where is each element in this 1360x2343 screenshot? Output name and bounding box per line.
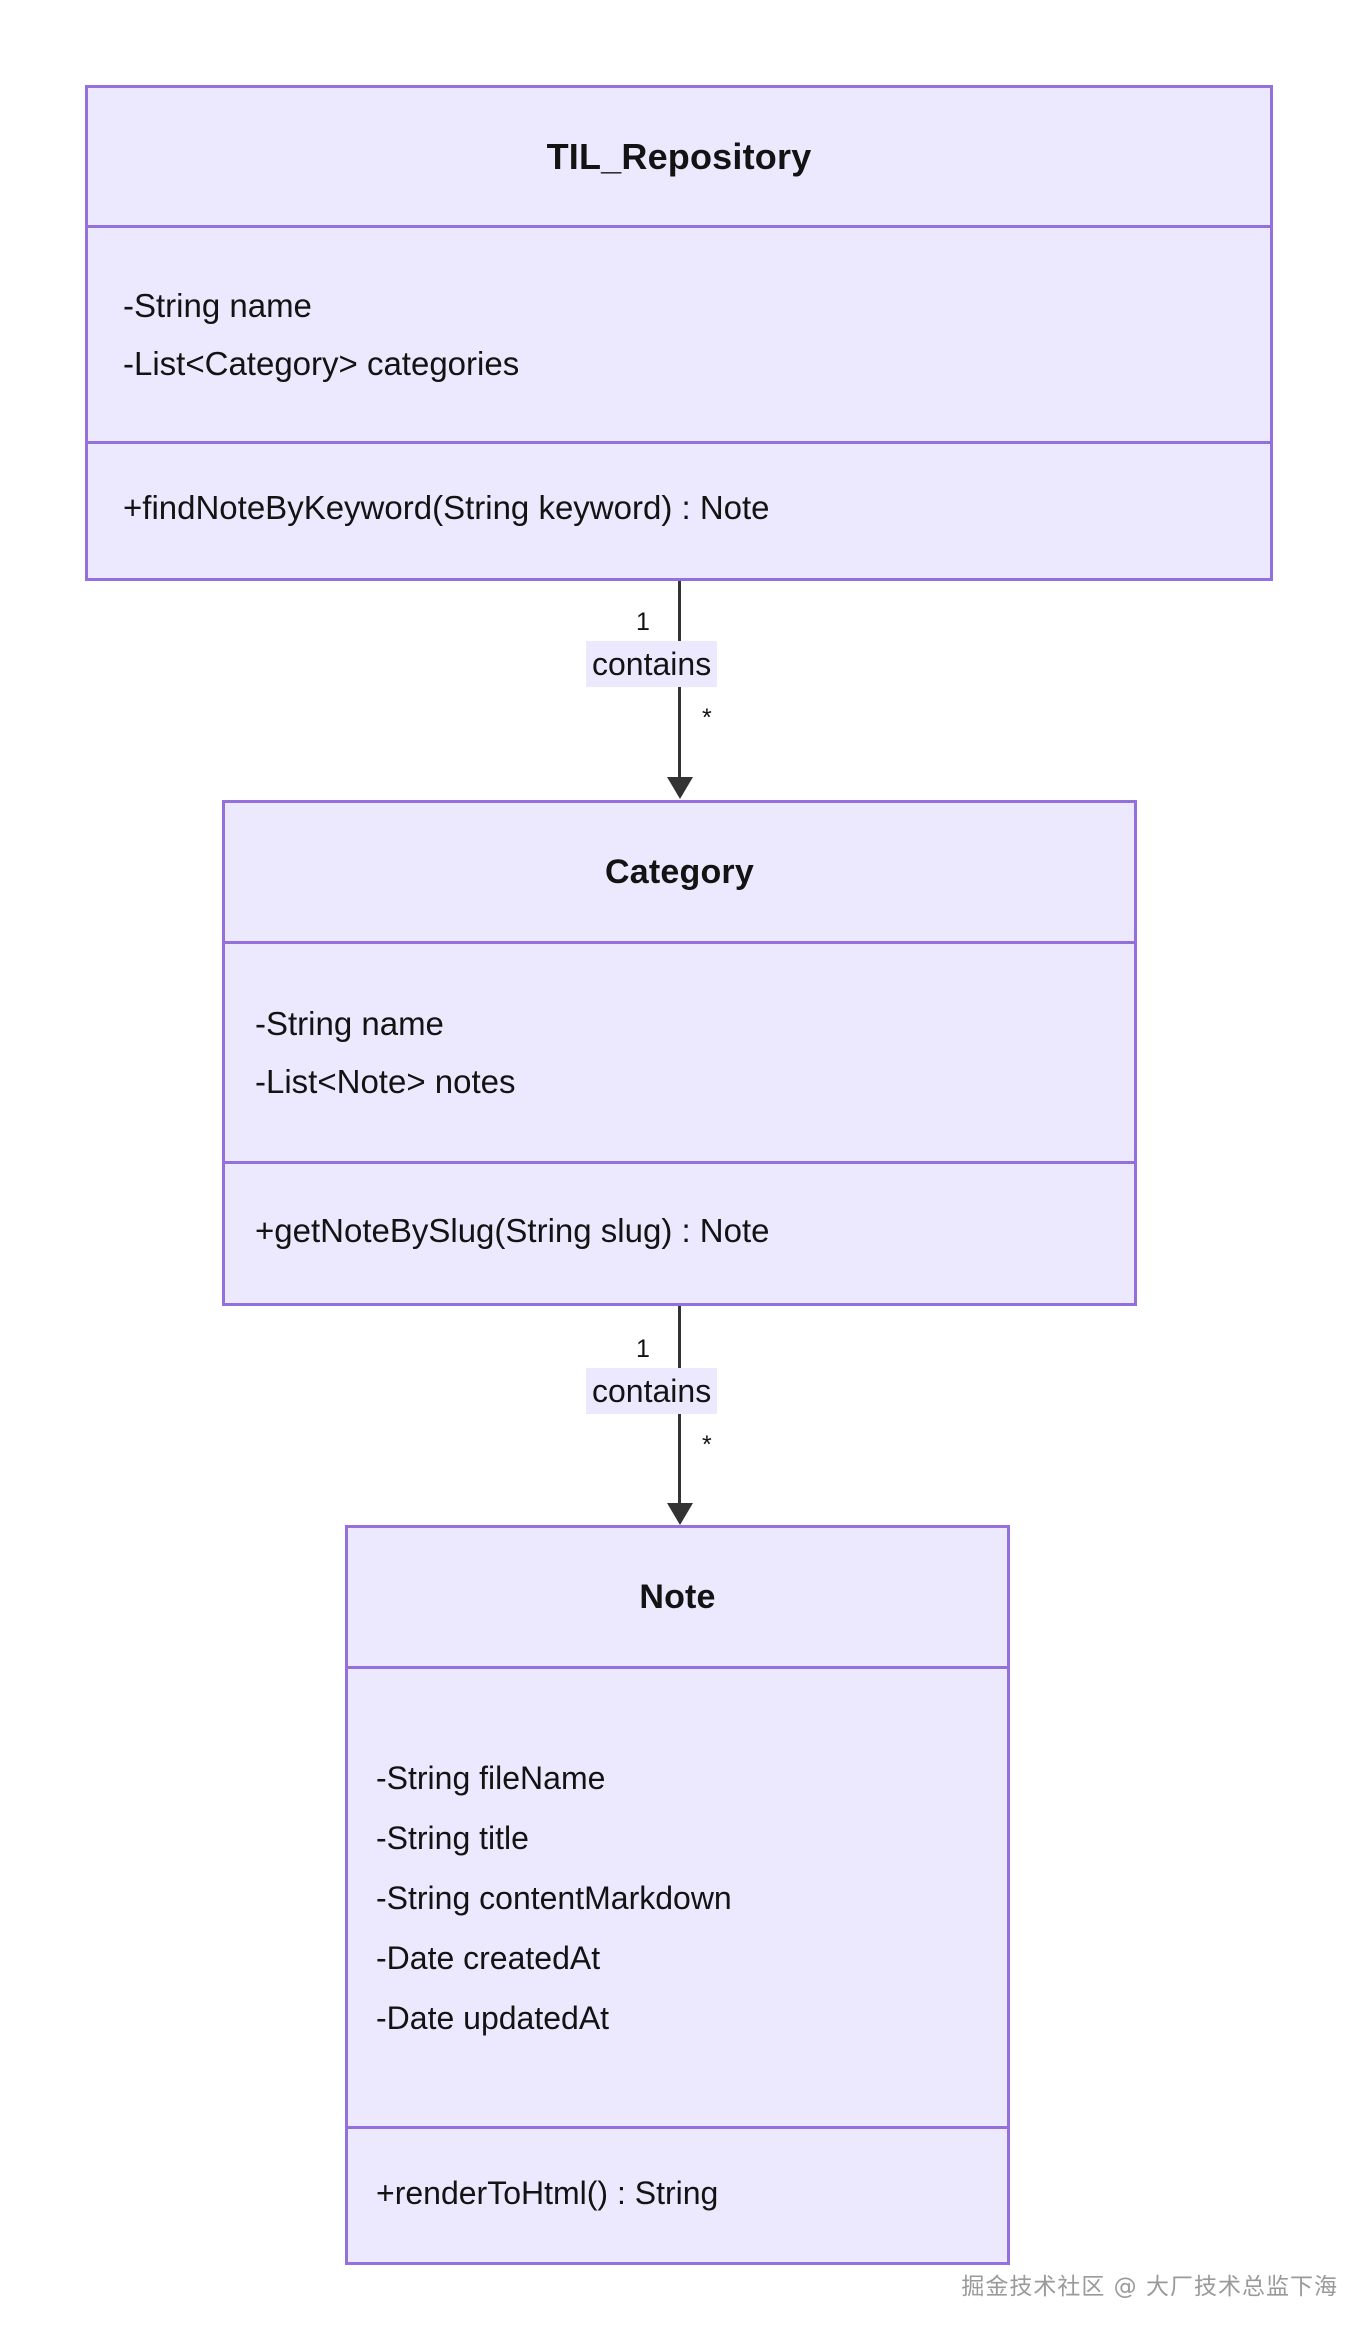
class-attribute: -List<Category> categories bbox=[123, 344, 520, 382]
target-multiplicity: * bbox=[702, 704, 712, 732]
arrowhead-icon bbox=[667, 1503, 693, 1525]
class-attribute: -String title bbox=[376, 1819, 529, 1856]
class-attribute: -String name bbox=[255, 1004, 444, 1042]
class-attributes-note: -String fileName -String title -String c… bbox=[348, 1666, 1007, 2126]
class-box-category[interactable]: Category -String name -List<Note> notes … bbox=[222, 800, 1137, 1306]
relationship-label: contains bbox=[586, 1368, 718, 1414]
class-attribute: -String contentMarkdown bbox=[376, 1879, 732, 1916]
class-name-til-repository: TIL_Repository bbox=[546, 136, 812, 177]
source-multiplicity: 1 bbox=[636, 1335, 650, 1363]
class-attributes-category: -String name -List<Note> notes bbox=[225, 941, 1134, 1161]
class-operation: +renderToHtml() : String bbox=[376, 2174, 719, 2211]
class-attribute: -Date updatedAt bbox=[376, 1999, 610, 2036]
watermark-text: 掘金技术社区 @ 大厂技术总监下海 bbox=[961, 2274, 1338, 2300]
class-operations-note: +renderToHtml() : String bbox=[348, 2126, 1007, 2256]
class-attribute: -List<Note> notes bbox=[255, 1062, 516, 1100]
arrowhead-icon bbox=[667, 777, 693, 799]
class-attributes-til-repository: -String name -List<Category> categories bbox=[88, 225, 1270, 441]
target-multiplicity: * bbox=[702, 1431, 712, 1459]
source-multiplicity: 1 bbox=[636, 608, 650, 636]
class-header-til-repository: TIL_Repository bbox=[88, 88, 1270, 225]
relationship-label: contains bbox=[586, 641, 718, 687]
class-name-category: Category bbox=[605, 853, 754, 891]
class-operation: +getNoteBySlug(String slug) : Note bbox=[255, 1211, 770, 1249]
class-operation: +findNoteByKeyword(String keyword) : Not… bbox=[123, 489, 770, 526]
class-attribute: -String name bbox=[123, 286, 312, 324]
class-name-note: Note bbox=[639, 1578, 716, 1616]
class-header-category: Category bbox=[225, 803, 1134, 941]
class-box-note[interactable]: Note -String fileName -String title -Str… bbox=[345, 1525, 1010, 2265]
class-box-til-repository[interactable]: TIL_Repository -String name -List<Catego… bbox=[85, 85, 1273, 581]
class-operations-category: +getNoteBySlug(String slug) : Note bbox=[225, 1161, 1134, 1297]
class-attribute: -Date createdAt bbox=[376, 1939, 601, 1976]
class-attribute: -String fileName bbox=[376, 1759, 606, 1796]
class-header-note: Note bbox=[348, 1528, 1007, 1666]
class-operations-til-repository: +findNoteByKeyword(String keyword) : Not… bbox=[88, 441, 1270, 572]
